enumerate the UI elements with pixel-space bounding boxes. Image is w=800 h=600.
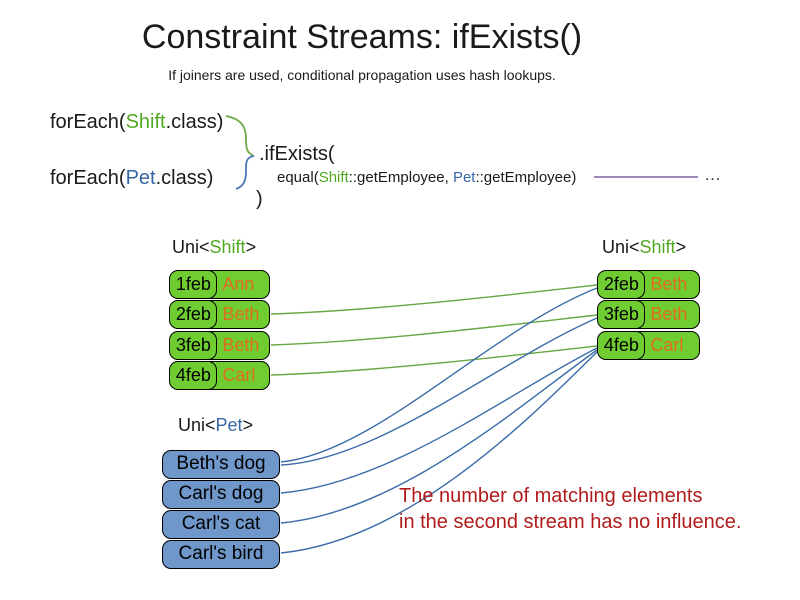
match-line-pet — [280, 347, 598, 494]
label-text: Uni< — [178, 415, 216, 435]
code-text: .class) — [165, 111, 224, 133]
date-cell: 2feb — [169, 300, 218, 329]
date-cell: 3feb — [169, 331, 218, 360]
match-line-pet — [280, 351, 598, 554]
pet-row: Carl's bird — [162, 540, 280, 569]
page-title: Constraint Streams: ifExists() — [141, 18, 583, 56]
employee-name: Beth — [222, 304, 260, 324]
code-foreach-pet: forEach(Pet.class) — [50, 167, 213, 190]
shift-type-token: Shift — [318, 169, 349, 186]
match-line-pet — [280, 287, 598, 463]
code-text: ::getEmployee, — [348, 169, 453, 186]
influence-note-line2: in the second stream has no influence. — [399, 511, 742, 533]
pet-row: Carl's dog — [162, 480, 280, 509]
brace-top-icon — [225, 115, 255, 157]
pet-row: Carl's cat — [162, 510, 280, 539]
label-text: > — [675, 237, 687, 257]
label-text: > — [242, 415, 254, 435]
code-close-paren: ) — [256, 188, 263, 210]
employee-name: Beth — [222, 335, 260, 355]
influence-note-line1: The number of matching elements — [399, 485, 703, 507]
right-shift-table-label: Uni<Shift> — [602, 237, 686, 258]
code-text: .class) — [155, 167, 214, 189]
label-text: Uni< — [172, 237, 210, 257]
employee-name: Ann — [222, 274, 255, 294]
joiner-ellipsis: … — [704, 165, 722, 184]
code-text: forEach( — [50, 167, 126, 189]
match-line-shift — [270, 345, 598, 376]
date-cell: 1feb — [169, 270, 218, 299]
page-subtitle: If joiners are used, conditional propaga… — [168, 67, 556, 83]
employee-name: Carl — [222, 365, 256, 385]
pet-row: Beth's dog — [162, 450, 280, 479]
label-text: Uni< — [602, 237, 640, 257]
employee-name: Beth — [650, 304, 688, 324]
pet-type-token: Pet — [452, 169, 476, 186]
match-line-shift — [270, 314, 598, 346]
shift-type-token: Shift — [125, 111, 166, 133]
code-text: ::getEmployee) — [475, 169, 577, 186]
date-cell: 2feb — [597, 270, 646, 299]
shift-type-token: Shift — [209, 237, 246, 257]
code-joiner: equal(Shift::getEmployee, Pet::getEmploy… — [277, 169, 576, 186]
date-cell: 3feb — [597, 300, 646, 329]
label-text: > — [245, 237, 257, 257]
date-cell: 4feb — [597, 331, 646, 360]
match-line-shift — [270, 284, 598, 315]
code-ifexists: .ifExists( — [259, 143, 335, 165]
influence-note: The number of matching elements in the s… — [399, 483, 741, 535]
pet-table-label: Uni<Pet> — [178, 415, 253, 436]
shift-type-token: Shift — [639, 237, 676, 257]
pet-type-token: Pet — [215, 415, 243, 435]
date-cell: 4feb — [169, 361, 218, 390]
code-text: equal( — [277, 169, 319, 186]
match-line-pet — [280, 349, 598, 524]
brace-bottom-icon — [235, 155, 255, 190]
code-text: forEach( — [50, 111, 126, 133]
match-line-pet — [280, 317, 598, 466]
employee-name: Carl — [650, 335, 684, 355]
employee-name: Beth — [650, 274, 688, 294]
code-foreach-shift: forEach(Shift.class) — [50, 111, 223, 134]
pet-type-token: Pet — [125, 167, 156, 189]
left-shift-table-label: Uni<Shift> — [172, 237, 256, 258]
